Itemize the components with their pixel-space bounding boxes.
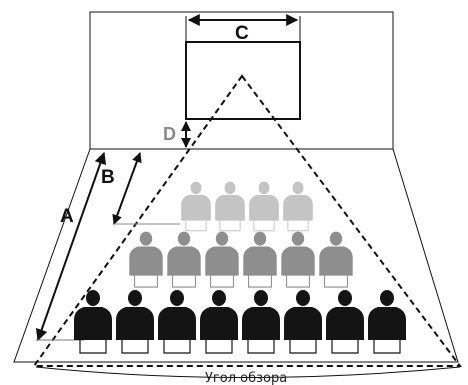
person-figure-middle [167,231,201,288]
person-figure-front [326,290,364,354]
person-figure-middle [129,231,163,288]
person-figure-middle [205,231,239,288]
person-figure-middle [319,231,353,288]
person-figure-front [74,290,112,354]
viewing-angle-triangle [32,74,463,367]
person-figure-front [158,290,196,354]
audience-middle-row [129,231,353,288]
person-figure-back [215,181,245,232]
person-figure-front [116,290,154,354]
person-figure-middle [243,231,277,288]
dimension-b-arrow [112,152,142,225]
person-figure-back [181,181,211,232]
person-figure-back [283,181,313,232]
audience-front-row [74,290,406,354]
audience-back-row [181,181,313,232]
label-a: A [60,206,74,227]
label-d: D [163,124,176,144]
person-figure-front [242,290,280,354]
screen [185,41,301,120]
person-figure-front [200,290,238,354]
person-figure-front [368,290,406,354]
dimension-a-arrow [35,151,107,342]
label-b: B [101,167,115,188]
label-c: C [235,23,249,44]
person-figure-middle [281,231,315,288]
caption-arc [35,366,461,378]
person-figure-back [249,181,279,232]
person-figure-front [284,290,322,354]
viewing-angle-caption: Угол обзора [205,371,287,385]
